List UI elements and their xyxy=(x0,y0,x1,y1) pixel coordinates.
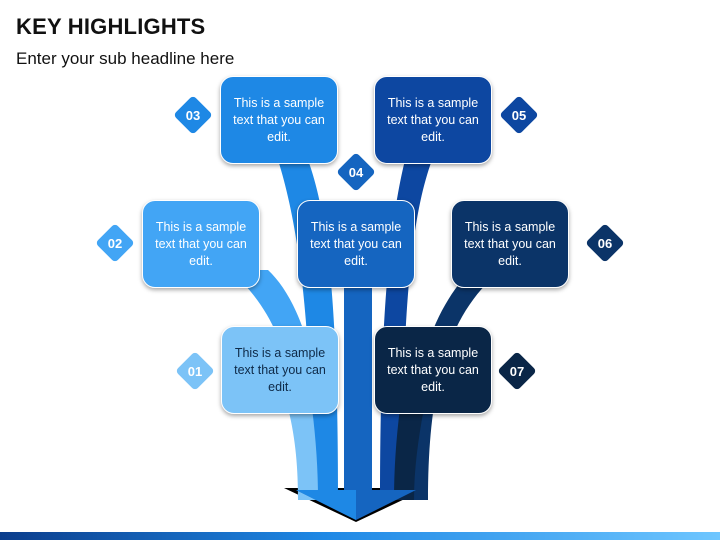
branch-stem-06 xyxy=(406,280,490,500)
highlight-box-03[interactable]: This is a sample text that you can edit. xyxy=(220,76,338,164)
number-badge-04: 04 xyxy=(336,152,376,192)
branch-stem-04 xyxy=(344,285,372,500)
badge-label-04: 04 xyxy=(348,164,364,180)
number-badge-02: 02 xyxy=(95,223,135,263)
badge-label-07: 07 xyxy=(509,363,525,379)
number-badge-06: 06 xyxy=(585,223,625,263)
arrow-head-highlight xyxy=(296,490,356,520)
badge-label-05: 05 xyxy=(511,107,527,123)
badge-label-06: 06 xyxy=(597,235,613,251)
number-badge-01: 01 xyxy=(175,351,215,391)
badge-label-03: 03 xyxy=(185,107,201,123)
number-badge-03: 03 xyxy=(173,95,213,135)
number-badge-05: 05 xyxy=(499,95,539,135)
number-badge-07: 07 xyxy=(497,351,537,391)
highlight-box-07[interactable]: This is a sample text that you can edit. xyxy=(374,326,492,414)
highlight-box-06[interactable]: This is a sample text that you can edit. xyxy=(451,200,569,288)
badge-label-02: 02 xyxy=(107,235,123,251)
highlight-box-01[interactable]: This is a sample text that you can edit. xyxy=(221,326,339,414)
highlight-box-02[interactable]: This is a sample text that you can edit. xyxy=(142,200,260,288)
slide-subtitle[interactable]: Enter your sub headline here xyxy=(16,49,235,68)
branch-stem-01 xyxy=(288,408,318,500)
highlight-box-05[interactable]: This is a sample text that you can edit. xyxy=(374,76,492,164)
footer-gradient-bar xyxy=(0,532,720,540)
branch-stem-07 xyxy=(394,408,424,500)
highlight-box-04[interactable]: This is a sample text that you can edit. xyxy=(297,200,415,288)
slide-title[interactable]: KEY HIGHLIGHTS xyxy=(16,14,206,39)
badge-label-01: 01 xyxy=(187,363,203,379)
